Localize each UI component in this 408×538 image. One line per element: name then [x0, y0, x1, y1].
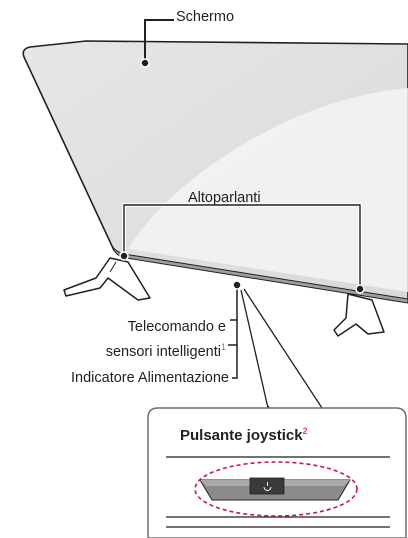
- remote-label-text: Telecomando e: [127, 319, 226, 335]
- screen-label: Schermo: [176, 9, 234, 26]
- joystick-highlight-circle: [194, 461, 358, 517]
- power-icon: [263, 482, 272, 491]
- footnote-marker-2: 2: [302, 426, 308, 436]
- joystick-label: Pulsante joystick2: [180, 426, 308, 445]
- remote-sensors-label-line2: sensori intelligenti1: [105, 342, 226, 361]
- left-stand: [63, 257, 151, 301]
- sensors-label-text: sensori intelligenti: [105, 344, 221, 360]
- joystick-label-text: Pulsante joystick: [180, 427, 303, 444]
- screen-callout: [140, 19, 174, 68]
- power-indicator-label: Indicatore Alimentazione: [71, 370, 229, 387]
- screen-label-text: Schermo: [176, 9, 235, 25]
- power-indicator-text: Indicatore Alimentazione: [71, 370, 229, 386]
- footnote-marker-1: 1: [220, 342, 226, 353]
- sensor-callout: [228, 280, 242, 379]
- right-stand: [333, 293, 385, 337]
- remote-sensors-label-line1: Telecomando e: [128, 319, 226, 336]
- speakers-label: Altoparlanti: [188, 190, 261, 207]
- zoom-lines: [240, 288, 323, 409]
- speakers-callout: [119, 203, 365, 294]
- joystick-button: [199, 477, 351, 501]
- speakers-label-text: Altoparlanti: [188, 190, 261, 206]
- tv-bottom-bezel: [111, 245, 408, 304]
- screen-glare: [128, 88, 408, 292]
